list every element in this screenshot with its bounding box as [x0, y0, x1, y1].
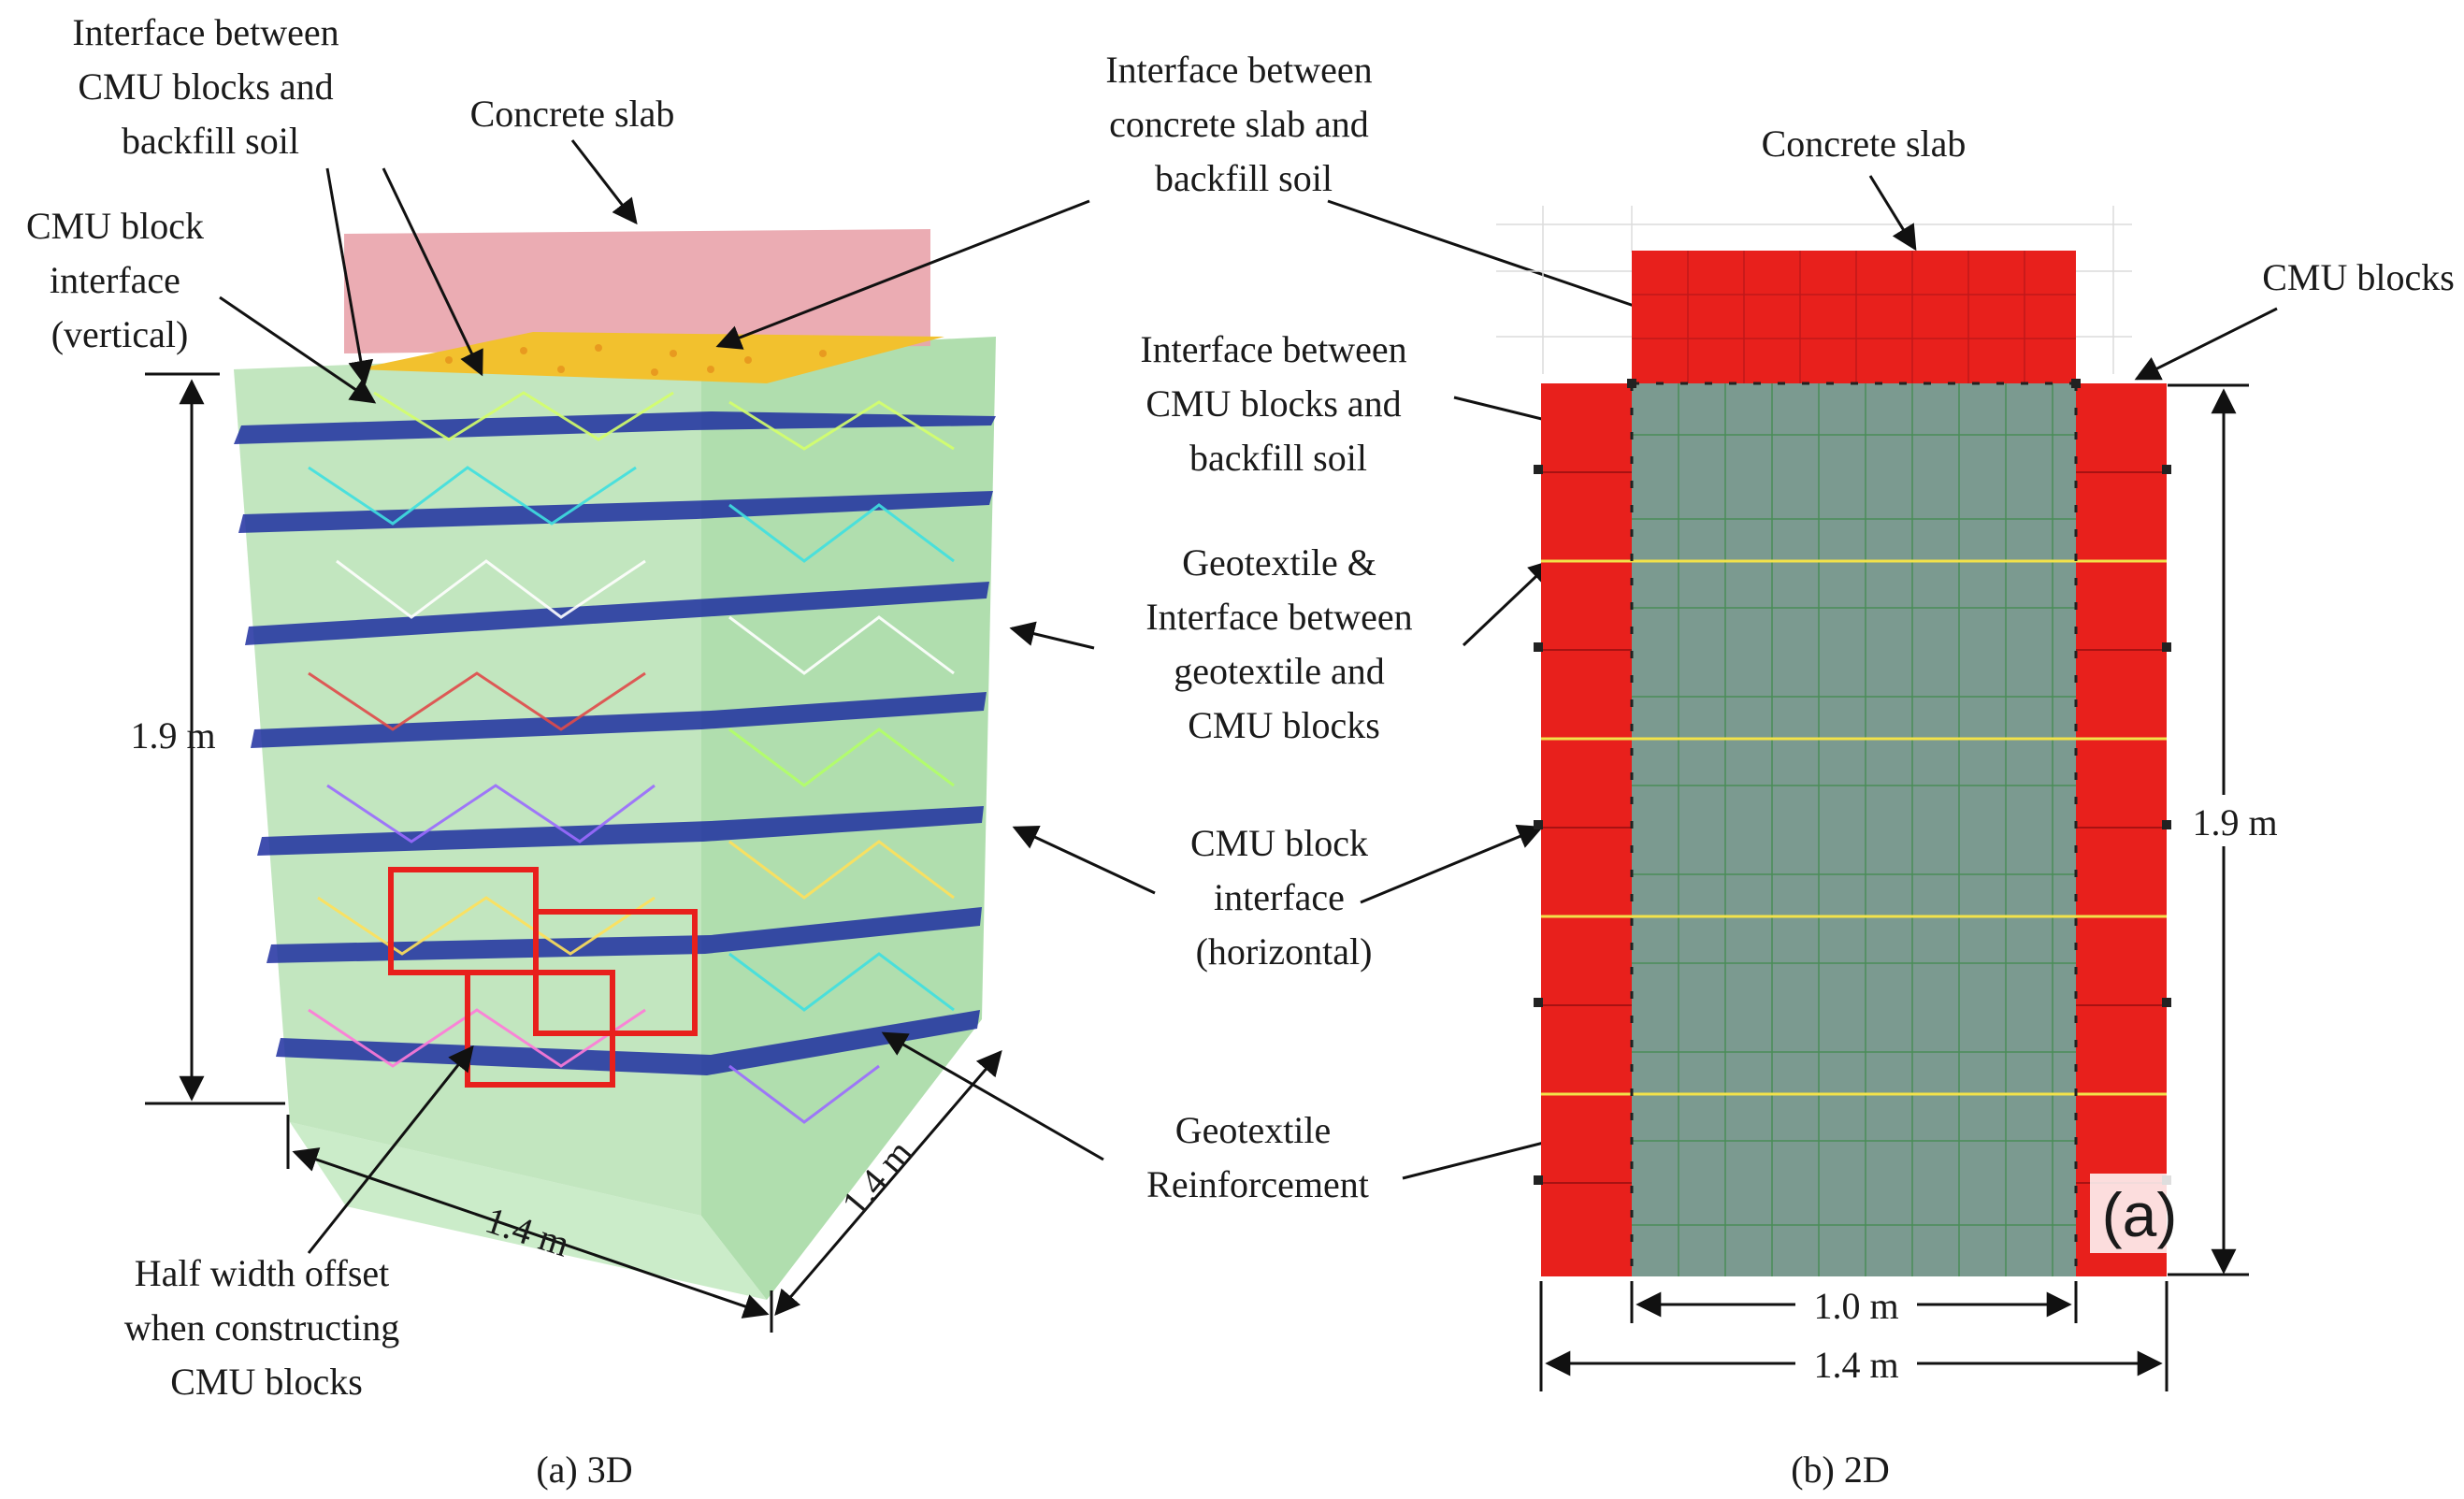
- leader-line: [715, 199, 1090, 350]
- slab-mesh: [1632, 251, 2076, 383]
- backfill-mesh: [1632, 383, 2076, 1276]
- leader-line: [325, 167, 374, 386]
- 2d-inner-dim-gap: [1795, 1281, 1917, 1328]
- geotextile-layer: [267, 907, 982, 963]
- leader-line: [881, 1031, 1104, 1161]
- label-cmu-block-interface-horizontal: CMU block interface (horizontal): [1190, 822, 1377, 973]
- backfill-soil-top: [355, 332, 944, 383]
- geotextile-layer: [245, 582, 989, 645]
- overlay-tag: (a): [2102, 1180, 2178, 1249]
- leader-line: [1868, 175, 1917, 252]
- label-concrete-slab-3d: Concrete slab: [470, 93, 675, 135]
- 2d-inner-width-dim: 1.0 m: [1813, 1285, 1898, 1327]
- leader-line: [1012, 826, 1156, 895]
- 2d-outer-width-dim: 1.4 m: [1813, 1344, 1898, 1386]
- 3d-left-face: [234, 351, 701, 1216]
- panel-2d: Concrete slab CMU blocks 1.9 m 1.0 m 1.4…: [1496, 123, 2455, 1491]
- 2d-height-dim: 1.9 m: [2192, 801, 2277, 843]
- cmu-block-outline: [465, 970, 615, 1088]
- label-half-width-offset: Half width offset when constructing CMU …: [124, 1252, 409, 1403]
- geotextile-layer: [238, 491, 993, 533]
- 3d-depth-dim-line: [774, 1049, 1002, 1317]
- geotextile-reinforcement-2d: [1541, 559, 2167, 1096]
- label-interface-cmu-backfill-3d: Interface between CMU blocks and backfil…: [72, 11, 348, 162]
- 2d-outer-dim-gap: [1795, 1339, 1917, 1386]
- cmu-blocks-right: [2076, 383, 2167, 1276]
- leader-line: [307, 1045, 474, 1254]
- leader-line: [1009, 621, 1095, 650]
- leader-line: [219, 295, 377, 404]
- cmu-truss-wireframe: [308, 391, 955, 1124]
- highlighted-cmu-blocks: [388, 867, 698, 1088]
- overlay-tag-bg: [2090, 1174, 2188, 1253]
- label-geotextile-reinforcement: Geotextile Reinforcement: [1146, 1109, 1369, 1205]
- label-interface-cmu-backfill-2d: Interface between CMU blocks and backfil…: [1140, 328, 1416, 479]
- cmu-blocks-left: [1541, 383, 1632, 1276]
- 2d-height-dim-gap: [2188, 795, 2300, 846]
- backfill-soil-2d: [1632, 383, 2076, 1276]
- label-concrete-slab-2d: Concrete slab: [1762, 123, 1967, 165]
- 3d-width-dim-line: [292, 1147, 770, 1319]
- concrete-slab-2d: [1632, 251, 2076, 383]
- label-cmu-block-interface-vertical: CMU block interface (vertical): [26, 205, 213, 355]
- geotextile-layer: [251, 692, 987, 748]
- geotextile-layer: [257, 806, 984, 856]
- leader-line: [1462, 559, 1554, 647]
- leader-line: [2134, 307, 2278, 381]
- 3d-height-dim: 1.9 m: [130, 714, 215, 757]
- leader-line: [382, 167, 483, 377]
- shared-labels: Interface between concrete slab and back…: [715, 49, 1864, 1205]
- leader-line: [1360, 824, 1544, 904]
- caption-3d: (a) 3D: [536, 1449, 632, 1491]
- panel-3d: 1.9 m 1.4 m 1.4 m Interface between CMU …: [26, 11, 1002, 1491]
- label-interface-slab-backfill: Interface between concrete slab and back…: [1105, 49, 1381, 199]
- concrete-slab-3d: [344, 229, 930, 353]
- caption-2d: (b) 2D: [1791, 1449, 1890, 1491]
- label-geotextile-interface: Geotextile & Interface between geotextil…: [1146, 541, 1421, 746]
- leader-line: [570, 139, 638, 225]
- label-cmu-blocks-2d: CMU blocks: [2262, 256, 2455, 298]
- backfill-soil-dots: [445, 344, 827, 376]
